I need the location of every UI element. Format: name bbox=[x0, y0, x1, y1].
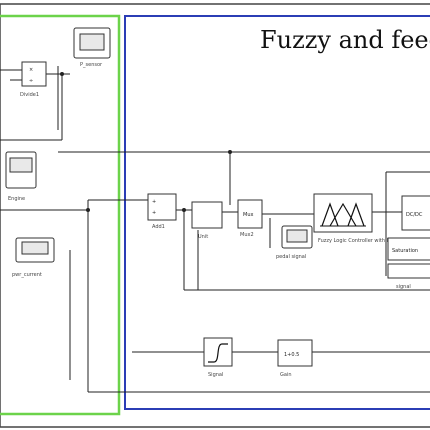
add-label: Add1 bbox=[152, 224, 165, 230]
fuzzy-controller-block[interactable]: Fuzzy Logic Controller with Ruleviewer bbox=[313, 193, 415, 244]
green-frame bbox=[0, 14, 121, 416]
divide-label: Divide1 bbox=[20, 92, 39, 98]
saturation-text: Saturation bbox=[392, 248, 418, 254]
left-wires bbox=[0, 66, 430, 393]
signal-output-block[interactable]: signal bbox=[387, 263, 430, 290]
ramp-block[interactable]: Signal bbox=[203, 337, 233, 378]
svg-text:+: + bbox=[152, 210, 156, 216]
junctions bbox=[60, 72, 232, 212]
mux-text: Mux bbox=[243, 212, 253, 218]
fuzzy-logic-icon bbox=[320, 202, 366, 227]
scope-icon bbox=[9, 157, 33, 173]
saturation-block[interactable]: Saturation bbox=[387, 237, 430, 261]
pedal-signal-scope[interactable]: pedal signal bbox=[276, 225, 313, 260]
scope-icon bbox=[286, 229, 308, 243]
p-sensor-label: P_sensor bbox=[80, 62, 103, 68]
divide-x-text: × bbox=[29, 67, 33, 73]
mux-label: Mux2 bbox=[240, 232, 254, 238]
signal-label: signal bbox=[396, 284, 411, 290]
add-block[interactable]: + + Add1 bbox=[147, 193, 177, 230]
p-sensor-scope[interactable]: P_sensor bbox=[73, 27, 111, 68]
pwr-current-label: pwr_current bbox=[12, 272, 42, 278]
dark-frame bbox=[0, 3, 430, 428]
unit-label: Unit bbox=[198, 234, 208, 240]
unit-block[interactable]: Unit bbox=[191, 201, 223, 240]
svg-text:+: + bbox=[152, 199, 156, 205]
divide-d-text: ÷ bbox=[29, 78, 33, 84]
scope-icon bbox=[21, 241, 49, 255]
divide-block[interactable]: × ÷ Divide1 bbox=[20, 61, 47, 98]
gain-block[interactable]: 1+0.5 Gain bbox=[277, 339, 313, 378]
signal-step-label: Signal bbox=[208, 372, 223, 378]
gain-text: 1+0.5 bbox=[284, 352, 299, 358]
dc-dc-block[interactable]: DC/DC bbox=[401, 195, 430, 231]
mux-block[interactable]: Mux Mux2 bbox=[237, 199, 263, 238]
gain-label: Gain bbox=[280, 372, 292, 378]
scope-icon bbox=[79, 33, 105, 51]
dc-text: DC/DC bbox=[406, 212, 423, 218]
right-wires bbox=[132, 152, 430, 353]
blue-frame bbox=[124, 15, 430, 410]
engine-scope[interactable]: Engine bbox=[5, 151, 37, 202]
engine-label: Engine bbox=[8, 196, 25, 202]
saturation-icon bbox=[208, 343, 228, 363]
diagram-title: Fuzzy and feed bbox=[260, 26, 430, 54]
fuzzy-label: Fuzzy Logic Controller with Ruleviewer bbox=[318, 238, 415, 244]
pwr-current-scope[interactable]: pwr_current bbox=[12, 237, 55, 278]
pedal-signal-label: pedal signal bbox=[276, 254, 306, 260]
